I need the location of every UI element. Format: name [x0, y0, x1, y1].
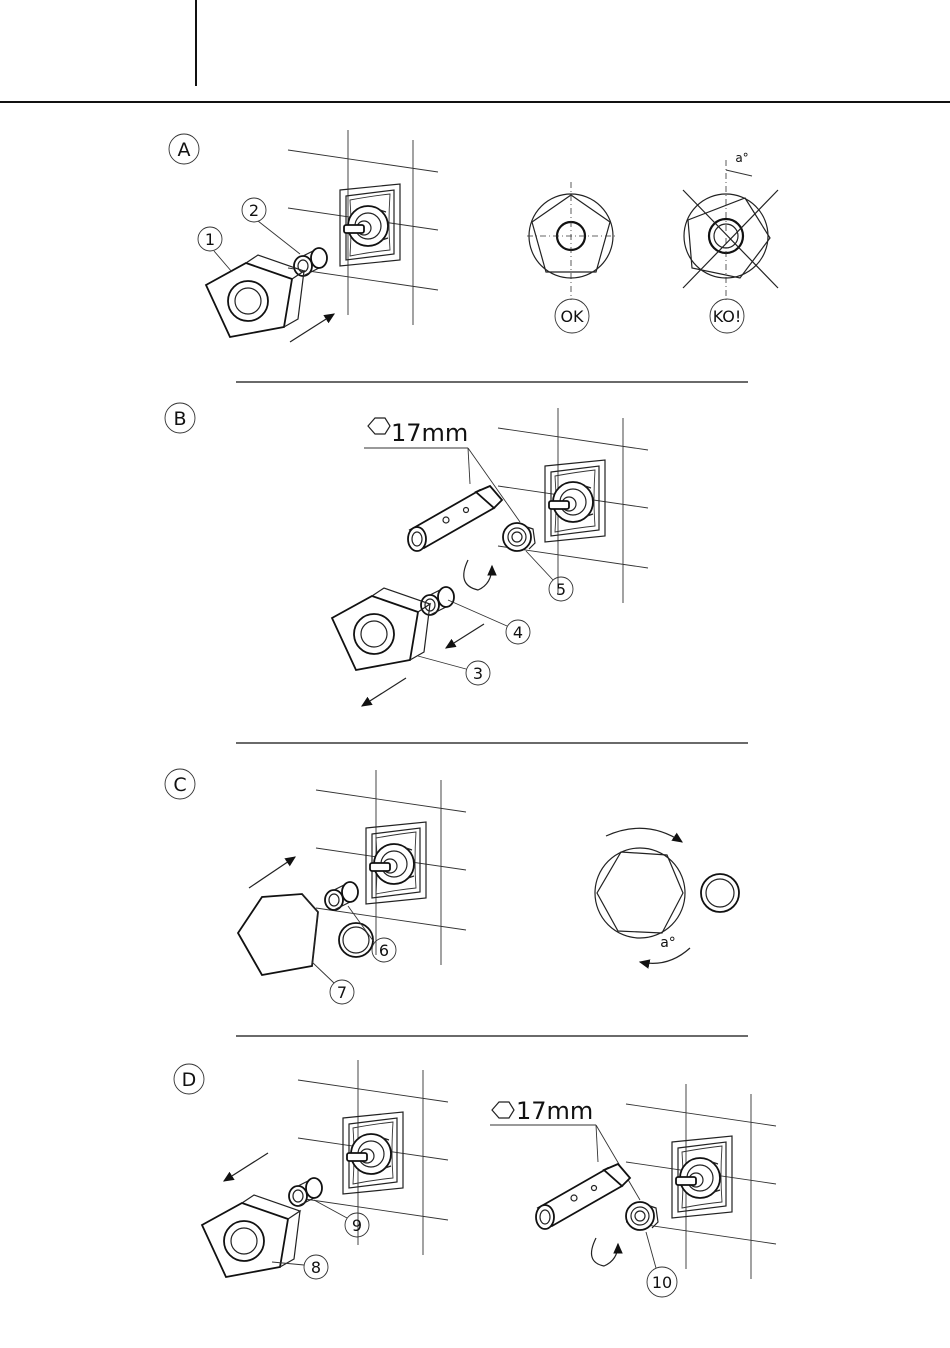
- callout-10: 10: [652, 1273, 672, 1292]
- ok-label: OK: [560, 307, 584, 326]
- section-d-letter: D: [182, 1069, 197, 1091]
- leader-line: [258, 221, 300, 254]
- ok-diagram: [527, 182, 615, 300]
- rotation-arrow: [592, 1238, 619, 1266]
- callout-3: 3: [473, 664, 483, 683]
- section-a: A 2 1 OK: [169, 130, 778, 342]
- section-c-letter: C: [173, 774, 186, 796]
- valve-assembly: [672, 1136, 732, 1218]
- leader-line: [418, 656, 466, 669]
- spindle-adapter: [294, 248, 327, 276]
- valve-assembly: [340, 184, 400, 266]
- callout-2: 2: [249, 201, 259, 220]
- leader-line: [214, 251, 232, 272]
- insert-arrow: [290, 314, 334, 342]
- callout-8: 8: [311, 1258, 321, 1277]
- callout-6: 6: [379, 941, 389, 960]
- socket-wrench: [408, 486, 502, 551]
- ko-diagram: [683, 160, 778, 300]
- socket-wrench: [536, 1164, 630, 1229]
- section-c: C 6 7 a°: [165, 769, 739, 1004]
- wrench-size-label: 17mm: [391, 419, 468, 447]
- remove-arrow: [224, 1153, 268, 1181]
- hex-wrench-icon: [368, 418, 390, 434]
- section-a-letter: A: [178, 139, 191, 161]
- remove-arrow: [446, 624, 484, 648]
- leader-line: [468, 448, 470, 484]
- leader-line: [448, 600, 507, 626]
- rotation-angle-label: a°: [660, 935, 676, 951]
- valve-assembly: [545, 460, 605, 542]
- hex-nut: [503, 523, 535, 551]
- callout-7: 7: [337, 983, 347, 1002]
- leader-line: [312, 962, 334, 983]
- hex-wrench-icon: [492, 1102, 514, 1118]
- section-d: D 9 8 17mm 10: [174, 1060, 776, 1297]
- ko-angle-label: a°: [735, 151, 748, 165]
- callout-4: 4: [513, 623, 523, 642]
- leader-line: [526, 551, 553, 580]
- remove-arrow: [362, 678, 406, 706]
- callout-9: 9: [352, 1216, 362, 1235]
- spindle-adapter: [325, 882, 358, 910]
- rotation-arrow: [464, 560, 492, 590]
- o-ring: [339, 923, 373, 957]
- cover-cap: [206, 255, 304, 337]
- cover-cap: [202, 1195, 300, 1277]
- section-b-letter: B: [173, 408, 186, 430]
- valve-assembly: [343, 1112, 403, 1194]
- cover-cap: [332, 588, 430, 670]
- leader-line: [596, 1125, 598, 1162]
- callout-5: 5: [556, 580, 566, 599]
- section-b: B 17mm 5 4 3: [165, 403, 648, 706]
- spindle-adapter: [421, 587, 454, 615]
- leader-line: [646, 1232, 656, 1268]
- hex-cover-cap: [238, 894, 318, 975]
- insert-arrow: [249, 857, 295, 888]
- wrench-size-label: 17mm: [516, 1097, 593, 1125]
- ko-label: KO!: [713, 307, 742, 326]
- callout-1: 1: [205, 230, 215, 249]
